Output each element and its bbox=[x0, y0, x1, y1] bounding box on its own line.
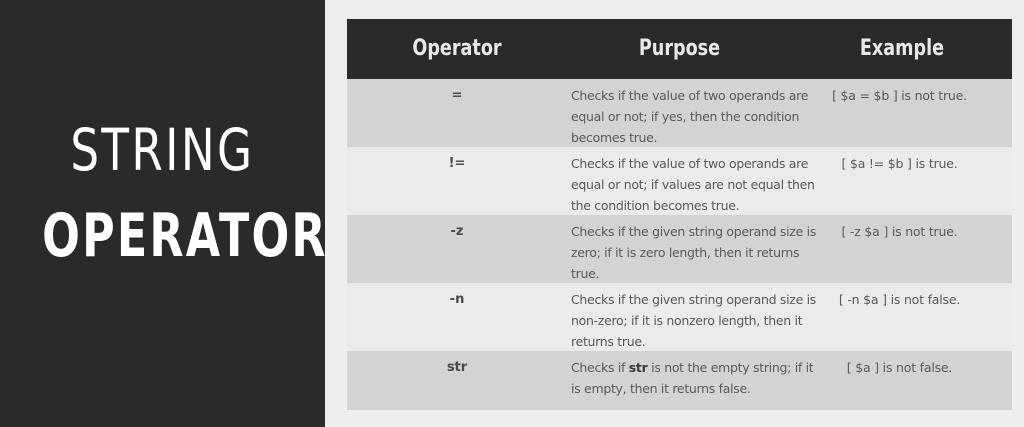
table-row: = Checks if the value of two operands ar… bbox=[347, 79, 1012, 147]
table-row: != Checks if the value of two operands a… bbox=[347, 147, 1012, 215]
title-operators: OPERATORS bbox=[42, 201, 363, 271]
purpose-text-after: is not the empty string; if it is empty,… bbox=[571, 360, 814, 396]
operators-table: Operator Purpose Example = Checks if the… bbox=[347, 19, 1012, 410]
purpose-text-before: Checks if bbox=[571, 360, 629, 375]
row-operator: -n bbox=[449, 292, 465, 307]
header-operator: Operator bbox=[412, 36, 502, 61]
row-example: [ $a != $b ] is true. bbox=[841, 156, 958, 171]
title-string: STRING bbox=[70, 116, 255, 184]
row-operator: str bbox=[446, 360, 468, 375]
row-operator: -z bbox=[450, 224, 464, 239]
row-example: [ -z $a ] is not true. bbox=[841, 224, 958, 239]
row-purpose: Checks if the given string operand size … bbox=[571, 292, 817, 349]
purpose-keyword: str bbox=[628, 360, 648, 375]
row-operator: != bbox=[448, 156, 466, 171]
table-row: -z Checks if the given string operand si… bbox=[347, 215, 1012, 283]
table-row: -n Checks if the given string operand si… bbox=[347, 283, 1012, 351]
row-purpose: Checks if str is not the empty string; i… bbox=[571, 357, 821, 399]
header-example: Example bbox=[859, 36, 945, 61]
row-operator: = bbox=[451, 88, 463, 103]
row-example: [ $a ] is not false. bbox=[846, 360, 953, 375]
table-header: Operator Purpose Example bbox=[347, 19, 1012, 79]
row-purpose: Checks if the value of two operands are … bbox=[571, 156, 815, 213]
header-purpose: Purpose bbox=[638, 36, 721, 61]
row-purpose: Checks if the value of two operands are … bbox=[571, 88, 809, 145]
row-example: [ $a = $b ] is not true. bbox=[832, 88, 967, 103]
title-panel: STRING OPERATORS bbox=[0, 0, 363, 427]
row-example: [ -n $a ] is not false. bbox=[838, 292, 961, 307]
table-row: str Checks if str is not the empty strin… bbox=[347, 351, 1012, 410]
row-purpose: Checks if the given string operand size … bbox=[571, 224, 817, 281]
